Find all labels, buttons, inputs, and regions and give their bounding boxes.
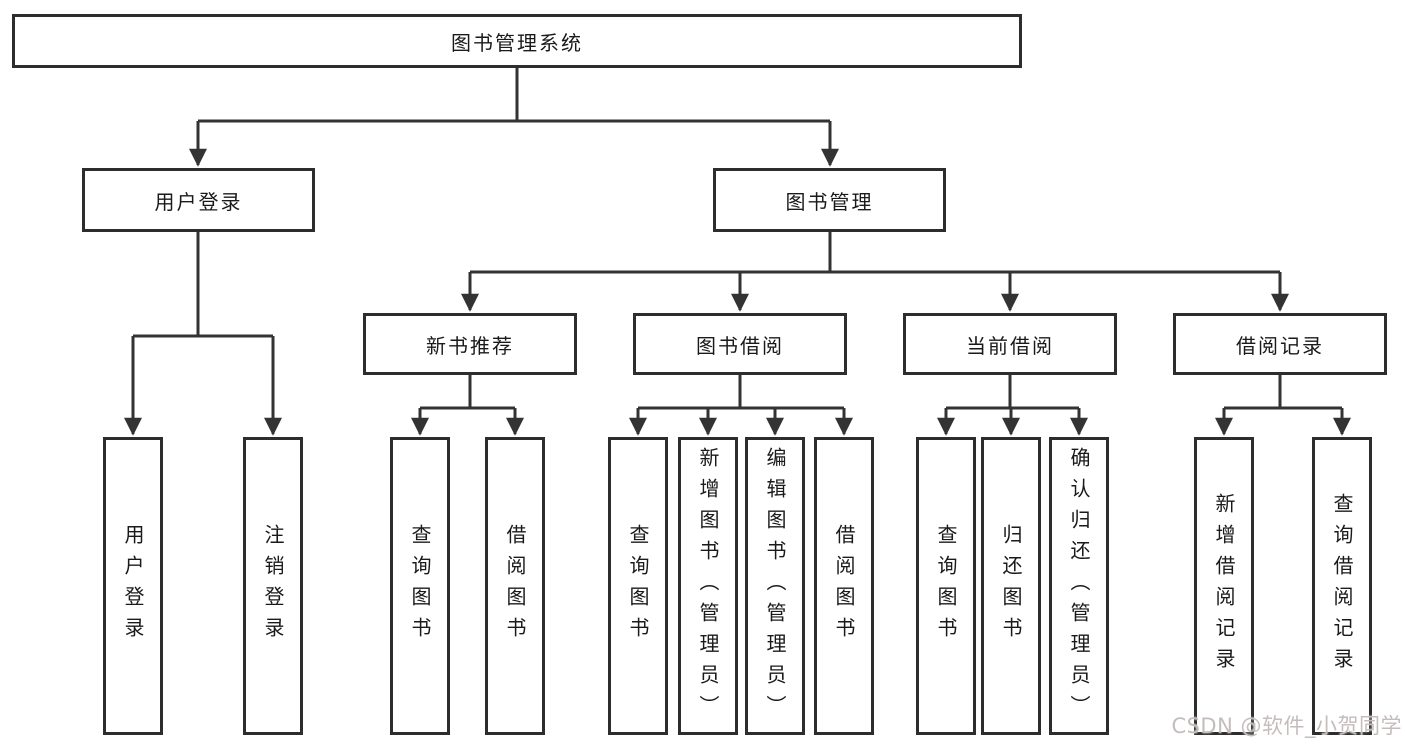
leaf-records-query-record: 查询借阅记录 xyxy=(1312,437,1372,735)
connector-borrowing-stem xyxy=(638,375,844,410)
connector-records-stem xyxy=(1224,375,1342,410)
leaf-recommend-borrow-books: 借阅图书 xyxy=(485,437,545,735)
leaf-login-user-login: 用户登录 xyxy=(103,437,163,735)
leaf-current-query-books: 查询图书 xyxy=(916,437,976,735)
leaf-current-confirm-return-admin: 确认归还（管理员） xyxy=(1049,437,1109,735)
leaf-borrowing-borrow-books: 借阅图书 xyxy=(814,437,874,735)
node-new-book-recommend: 新书推荐 xyxy=(363,313,577,375)
connector-recommend-stem xyxy=(420,375,515,410)
leaf-recommend-query-books: 查询图书 xyxy=(390,437,450,735)
node-current-borrowing: 当前借阅 xyxy=(903,313,1117,375)
connector-book-management-stem xyxy=(470,232,1280,274)
node-book-management: 图书管理 xyxy=(713,168,946,232)
node-user-login: 用户登录 xyxy=(82,168,315,232)
watermark: CSDN @软件_小贺同学 xyxy=(1171,714,1402,738)
node-book-borrowing: 图书借阅 xyxy=(633,313,847,375)
leaf-current-return-books: 归还图书 xyxy=(981,437,1041,735)
leaf-borrowing-edit-books-admin: 编辑图书（管理员） xyxy=(745,437,805,735)
leaf-login-logout: 注销登录 xyxy=(243,437,303,735)
leaf-borrowing-query-books: 查询图书 xyxy=(608,437,668,735)
node-borrow-records: 借阅记录 xyxy=(1173,313,1387,375)
leaf-borrowing-add-books-admin: 新增图书（管理员） xyxy=(678,437,738,735)
connector-root-stem xyxy=(198,68,830,123)
leaf-records-add-record: 新增借阅记录 xyxy=(1194,437,1254,735)
node-library-system: 图书管理系统 xyxy=(12,14,1022,68)
connector-current-stem xyxy=(946,375,1079,410)
connector-user-login-stem xyxy=(133,232,273,338)
